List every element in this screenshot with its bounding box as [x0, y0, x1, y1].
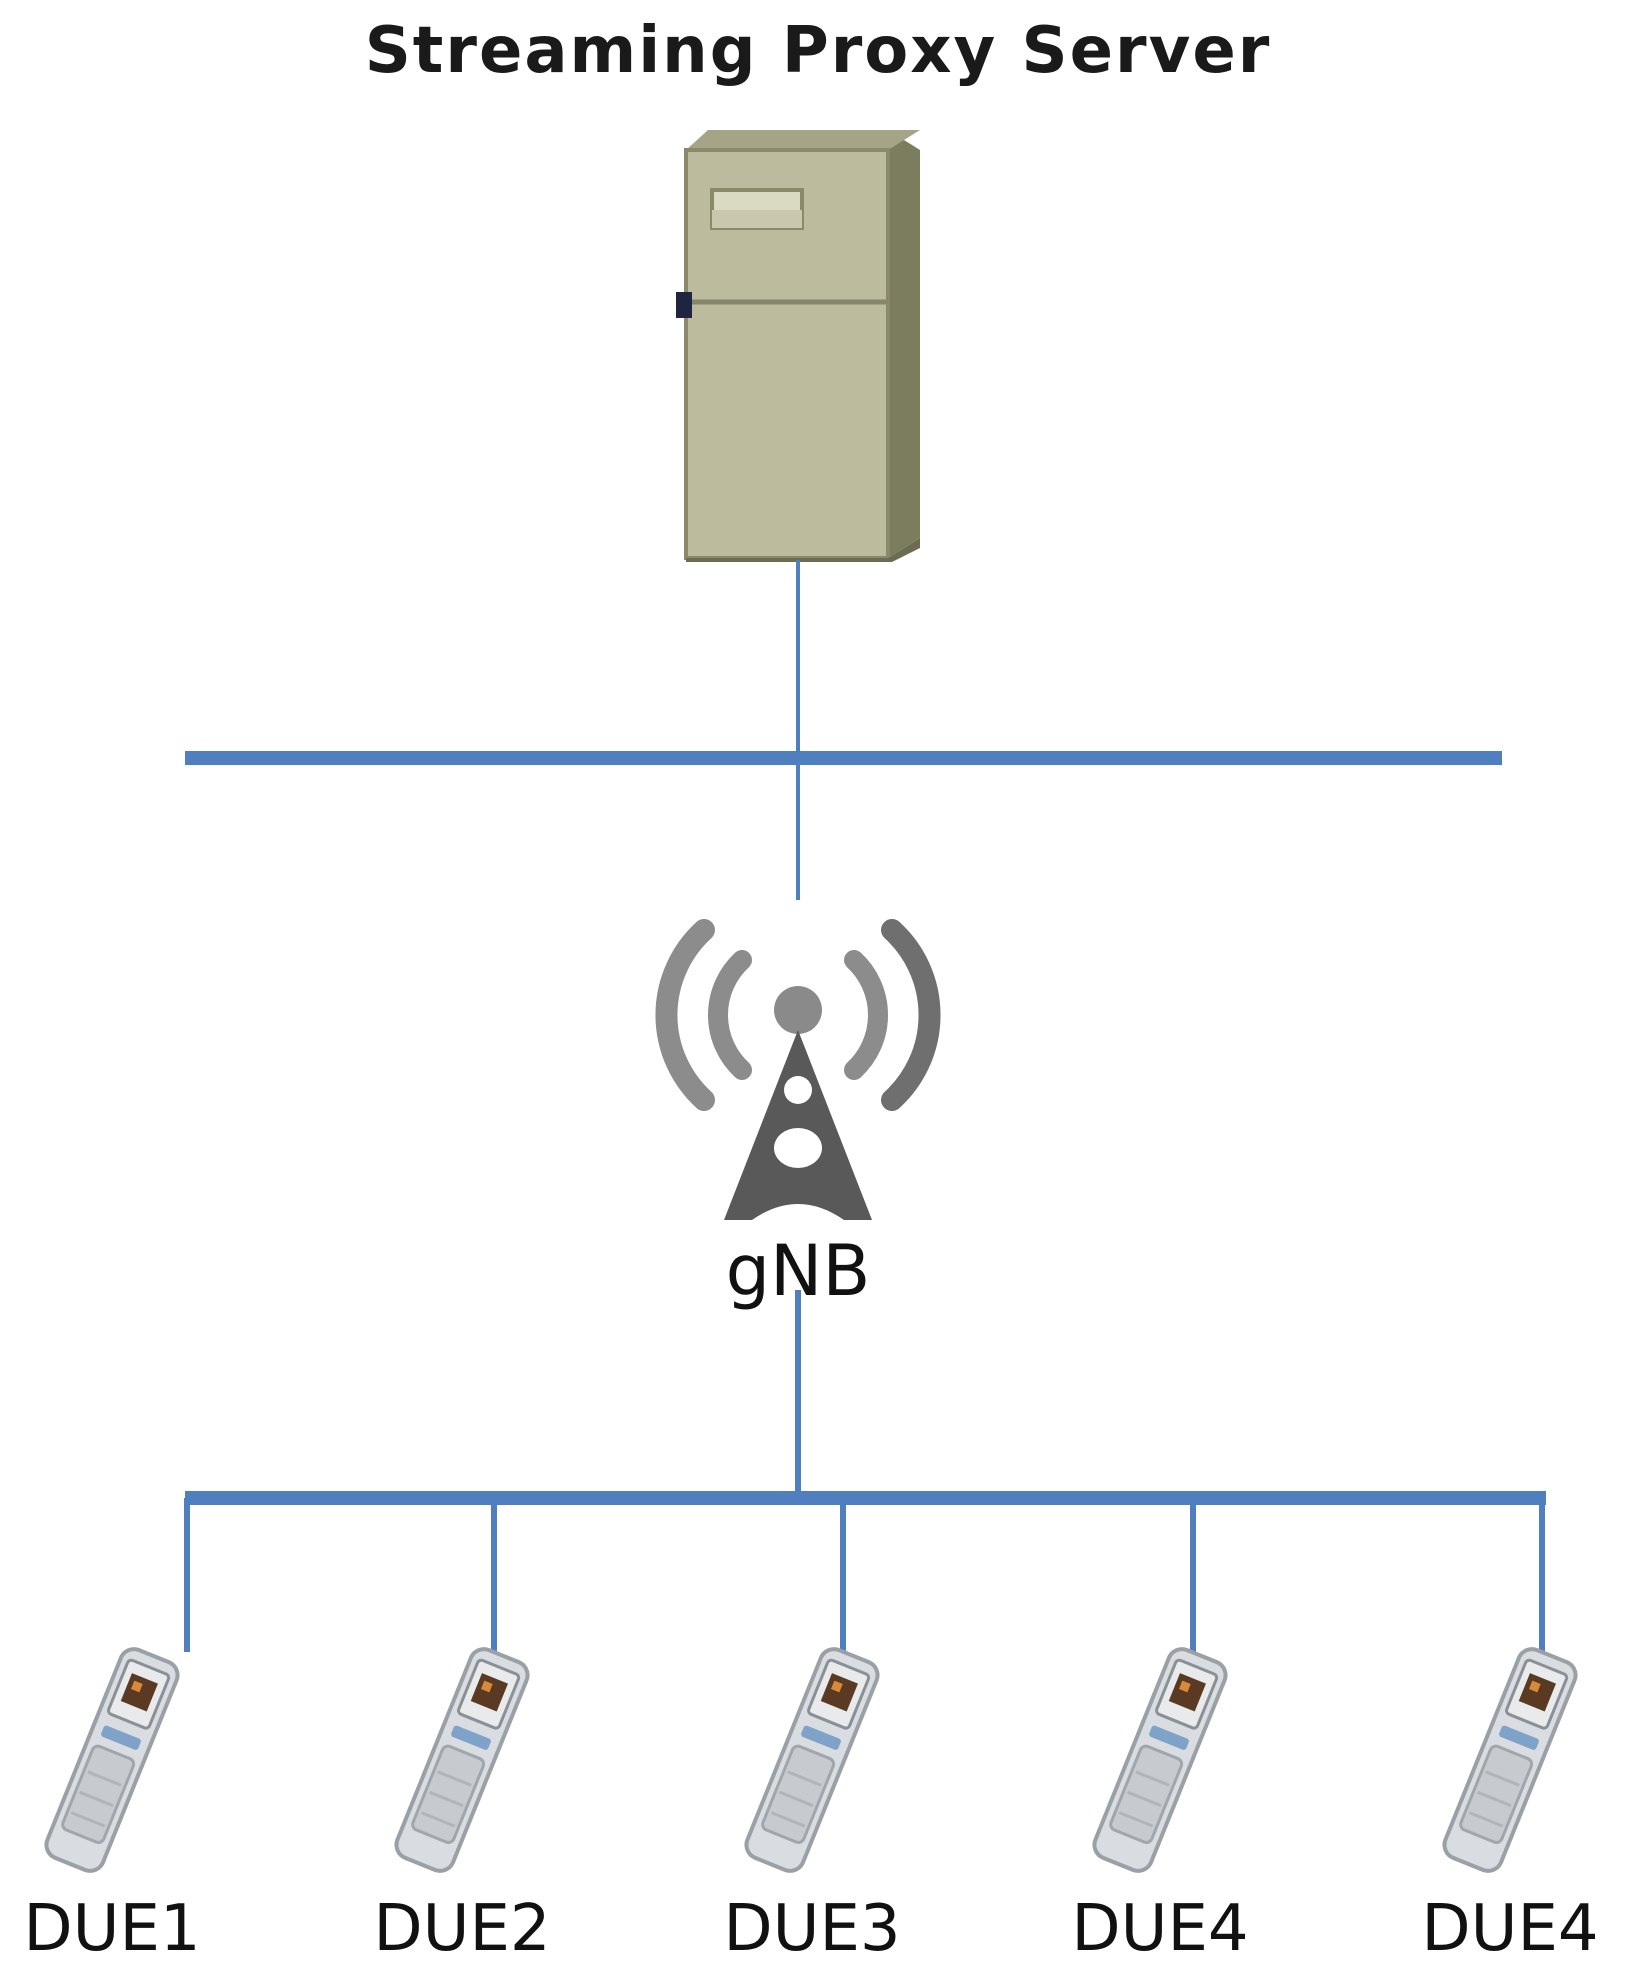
links	[184, 560, 1546, 1700]
device-due-1: DUE1	[23, 1647, 201, 1966]
device-label: DUE4	[1071, 1892, 1248, 1966]
device-due-4: DUE4	[1071, 1647, 1249, 1966]
device-label: DUE3	[723, 1892, 900, 1966]
device-label: DUE4	[1421, 1892, 1598, 1966]
mobile-phone-icon	[394, 1647, 530, 1873]
devices: DUE1 DUE2 DUE3 DUE4 DUE4	[23, 1647, 1599, 1966]
mobile-phone-icon	[744, 1647, 880, 1873]
device-due-2: DUE2	[373, 1647, 551, 1966]
device-label: DUE1	[23, 1892, 200, 1966]
device-due-3: DUE3	[723, 1647, 901, 1966]
mobile-phone-icon	[1442, 1647, 1578, 1873]
server-tower-icon	[676, 130, 920, 562]
diagram-title: Streaming Proxy Server	[365, 14, 1272, 88]
gnb-label: gNB	[726, 1230, 871, 1312]
device-label: DUE2	[373, 1892, 550, 1966]
device-due-5: DUE4	[1421, 1647, 1599, 1966]
mobile-phone-icon	[1092, 1647, 1228, 1873]
mobile-phone-icon	[44, 1647, 180, 1873]
cell-tower-icon	[655, 919, 941, 1220]
